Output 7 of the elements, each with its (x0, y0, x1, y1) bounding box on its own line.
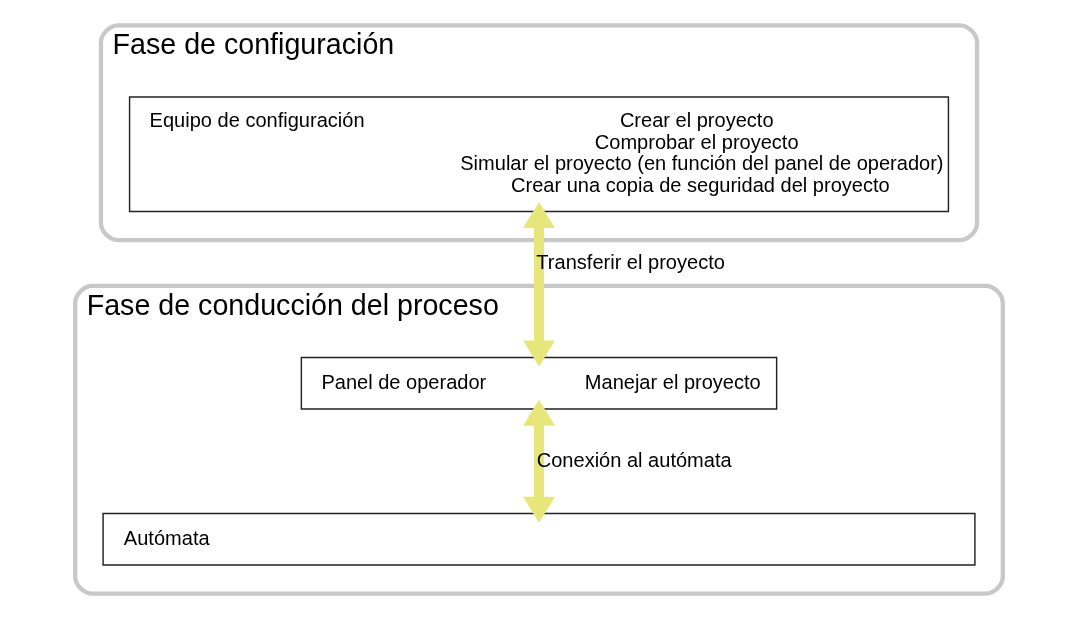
arrow (522, 399, 555, 523)
node-box: Equipo de configuración Crear el proyecto Comprobar el proyecto Simular el proyecto (en función del panel de operador) Crear una copia de seguridad del proyecto (128, 96, 949, 213)
node-box: Panel de operador Manejar el proyecto (300, 356, 777, 410)
node-box: Autómata (101, 512, 976, 566)
edge-label: Conexión al autómata (536, 448, 732, 471)
arrow (522, 201, 555, 367)
edge-label: Transferir el proyecto (535, 250, 725, 273)
